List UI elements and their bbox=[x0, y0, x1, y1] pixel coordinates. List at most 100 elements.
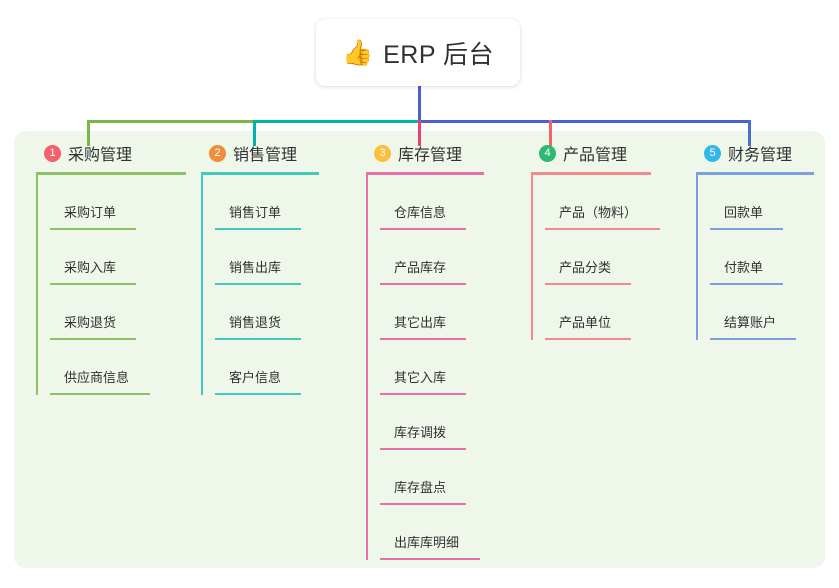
branch-number-badge-product: 4 bbox=[539, 144, 556, 162]
branch-item-underline bbox=[380, 448, 466, 450]
branch-item-underline bbox=[380, 228, 466, 230]
branch-underline-inventory bbox=[366, 172, 484, 175]
branch-items-product: 产品（物料） 产品分类产品单位 bbox=[531, 175, 660, 340]
branches-panel bbox=[14, 131, 825, 568]
bus-segment-blue bbox=[418, 120, 749, 123]
branch-number-badge-purchase: 1 bbox=[44, 144, 61, 162]
branch-items-purchase: 采购订单采购入库采购退货供应商信息 bbox=[36, 175, 186, 395]
branch-column-finance: 5 财务管理回款单付款单结算账户 bbox=[696, 140, 814, 340]
branch-item[interactable]: 供应商信息 bbox=[50, 340, 186, 395]
branch-number-badge-finance: 5 bbox=[704, 144, 721, 162]
branch-item-label: 库存盘点 bbox=[394, 480, 447, 495]
branch-item-label: 客户信息 bbox=[229, 370, 282, 385]
branch-item[interactable]: 产品库存 bbox=[380, 230, 484, 285]
branch-item-underline bbox=[710, 283, 783, 285]
branch-title-inventory: 库存管理 bbox=[398, 147, 463, 164]
branch-item-underline bbox=[215, 228, 301, 230]
drop-inventory bbox=[418, 120, 421, 146]
branch-header-finance[interactable]: 5 财务管理 bbox=[696, 140, 814, 166]
branch-item-underline bbox=[380, 503, 466, 505]
branch-items-finance: 回款单付款单结算账户 bbox=[696, 175, 814, 340]
branch-item-underline bbox=[710, 338, 796, 340]
branch-underline-sales bbox=[201, 172, 319, 175]
branch-item-label: 产品库存 bbox=[394, 260, 447, 275]
branch-item-underline bbox=[380, 393, 466, 395]
branch-item-underline bbox=[215, 393, 301, 395]
branch-item-underline bbox=[710, 228, 783, 230]
branch-item[interactable]: 销售退货 bbox=[215, 285, 319, 340]
branch-item[interactable]: 采购入库 bbox=[50, 230, 186, 285]
branch-underline-finance bbox=[696, 172, 814, 175]
drop-finance bbox=[748, 120, 751, 146]
branch-header-product[interactable]: 4 产品管理 bbox=[531, 140, 651, 166]
branch-trunk-purchase bbox=[36, 175, 38, 395]
branch-item[interactable]: 库存盘点 bbox=[380, 450, 484, 505]
drop-sales bbox=[253, 120, 256, 146]
branch-item[interactable]: 销售订单 bbox=[215, 175, 319, 230]
branch-item-underline bbox=[50, 338, 136, 340]
branch-item-underline bbox=[380, 283, 466, 285]
branch-item[interactable]: 产品单位 bbox=[545, 285, 651, 340]
branch-item-label: 产品（物料） bbox=[559, 205, 638, 220]
branch-item[interactable]: 产品（物料） bbox=[545, 175, 660, 230]
branch-item[interactable]: 付款单 bbox=[710, 230, 814, 285]
branch-item-label: 仓库信息 bbox=[394, 205, 447, 220]
branch-item-label: 回款单 bbox=[724, 205, 764, 220]
branch-item-underline bbox=[215, 338, 301, 340]
branch-item[interactable]: 出库库明细 bbox=[380, 505, 484, 560]
branch-item-label: 产品单位 bbox=[559, 315, 612, 330]
branch-item[interactable]: 客户信息 bbox=[215, 340, 319, 395]
branch-item-underline bbox=[215, 283, 301, 285]
branch-item[interactable]: 回款单 bbox=[710, 175, 814, 230]
branch-item-label: 采购入库 bbox=[64, 260, 117, 275]
branch-item-underline bbox=[545, 338, 631, 340]
branch-item[interactable]: 仓库信息 bbox=[380, 175, 484, 230]
branch-item-underline bbox=[380, 558, 480, 560]
bus-segment-teal bbox=[253, 120, 419, 123]
drop-purchase bbox=[87, 120, 90, 146]
branch-item[interactable]: 库存调拨 bbox=[380, 395, 484, 450]
root-stem-line bbox=[418, 86, 421, 123]
branch-item-label: 库存调拨 bbox=[394, 425, 447, 440]
bus-segment-green bbox=[87, 120, 254, 123]
branch-title-purchase: 采购管理 bbox=[68, 147, 133, 164]
branch-title-finance: 财务管理 bbox=[728, 147, 793, 164]
branch-item[interactable]: 其它入库 bbox=[380, 340, 484, 395]
branch-underline-product bbox=[531, 172, 651, 175]
branch-items-inventory: 仓库信息产品库存其它出库其它入库库存调拨库存盘点出库库明细 bbox=[366, 175, 484, 560]
branch-trunk-finance bbox=[696, 175, 698, 340]
branch-header-purchase[interactable]: 1 采购管理 bbox=[36, 140, 186, 166]
branch-item-label: 采购订单 bbox=[64, 205, 117, 220]
branch-item-label: 其它出库 bbox=[394, 315, 447, 330]
branch-items-sales: 销售订单销售出库销售退货客户信息 bbox=[201, 175, 319, 395]
branch-item-label: 产品分类 bbox=[559, 260, 612, 275]
thumbs-up-icon: 👍 bbox=[341, 39, 374, 67]
branch-trunk-inventory bbox=[366, 175, 368, 560]
branch-item[interactable]: 结算账户 bbox=[710, 285, 814, 340]
branch-item[interactable]: 采购订单 bbox=[50, 175, 186, 230]
branch-item-label: 销售退货 bbox=[229, 315, 282, 330]
branch-underline-purchase bbox=[36, 172, 186, 175]
branch-item[interactable]: 销售出库 bbox=[215, 230, 319, 285]
branch-trunk-sales bbox=[201, 175, 203, 395]
branch-title-product: 产品管理 bbox=[563, 147, 628, 164]
branch-item-label: 供应商信息 bbox=[64, 370, 130, 385]
branch-number-badge-sales: 2 bbox=[209, 144, 226, 162]
branch-item[interactable]: 采购退货 bbox=[50, 285, 186, 340]
drop-product bbox=[549, 120, 552, 146]
branch-item-underline bbox=[50, 283, 136, 285]
branch-item-label: 销售订单 bbox=[229, 205, 282, 220]
branch-column-purchase: 1 采购管理采购订单采购入库采购退货供应商信息 bbox=[36, 140, 186, 395]
branch-item-label: 结算账户 bbox=[724, 315, 777, 330]
branch-column-product: 4 产品管理产品（物料） 产品分类产品单位 bbox=[531, 140, 660, 340]
branch-item-label: 采购退货 bbox=[64, 315, 117, 330]
root-node-card[interactable]: 👍 ERP 后台 bbox=[316, 19, 520, 86]
branch-item-underline bbox=[50, 393, 150, 395]
branch-item[interactable]: 其它出库 bbox=[380, 285, 484, 340]
branch-item[interactable]: 产品分类 bbox=[545, 230, 651, 285]
branch-item-underline bbox=[380, 338, 466, 340]
branch-item-label: 付款单 bbox=[724, 260, 764, 275]
